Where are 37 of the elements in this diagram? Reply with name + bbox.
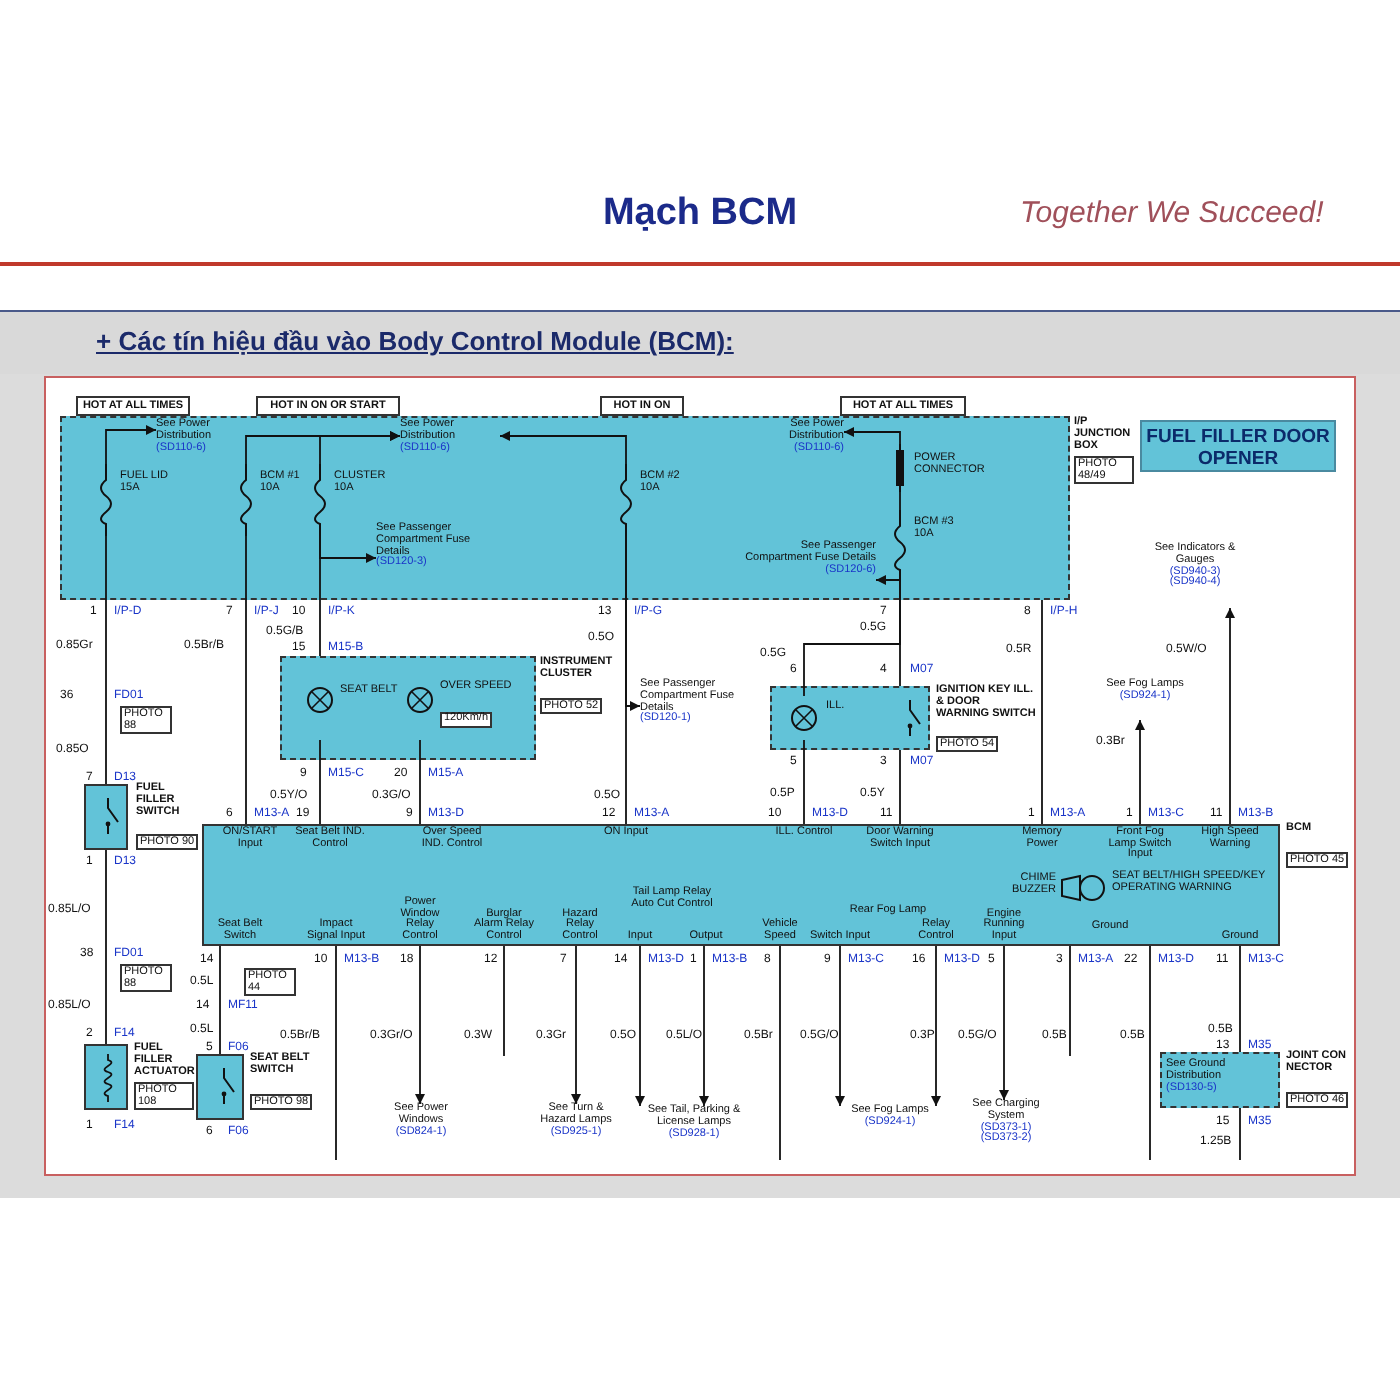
wire [319, 739, 321, 825]
page-title: Mạch BCM [600, 192, 800, 236]
wire [335, 945, 337, 1161]
tagline: Together We Succeed! [1020, 196, 1324, 230]
wire [1069, 945, 1071, 1057]
wire-arrow [499, 431, 627, 465]
wire [419, 739, 421, 825]
wire-arrow [319, 535, 377, 563]
wire-arrow [699, 945, 709, 1107]
section-heading: + Các tín hiệu đầu vào Body Control Module (BCM): [96, 326, 734, 356]
wire [1149, 945, 1151, 1161]
wire-arrow [1135, 719, 1145, 825]
wire [503, 945, 505, 1057]
wire [1239, 1107, 1241, 1161]
wire [899, 749, 901, 825]
wire [899, 491, 901, 511]
wire-arrow [571, 945, 581, 1105]
wire [1041, 599, 1043, 825]
wire-arrow [635, 945, 645, 1107]
wire [779, 945, 781, 1161]
wire [245, 535, 247, 825]
wire-arrow [931, 945, 941, 1107]
wire-arrow [415, 945, 425, 1105]
wire [803, 739, 805, 825]
wire-arrow [835, 945, 845, 1107]
wire-arrow [1225, 607, 1235, 825]
wire [1239, 945, 1241, 1053]
wire [105, 849, 107, 1045]
wire-arrow [875, 569, 901, 585]
wire [219, 945, 221, 1055]
wire-arrow [625, 535, 641, 711]
wire-arrow [843, 427, 901, 445]
wire-arrow [999, 945, 1009, 1101]
title-banner: FUEL FILLER DOOR OPENER [1140, 420, 1336, 472]
wire [105, 535, 107, 785]
wire-arrow [105, 425, 157, 465]
wire-arrow [319, 431, 401, 465]
